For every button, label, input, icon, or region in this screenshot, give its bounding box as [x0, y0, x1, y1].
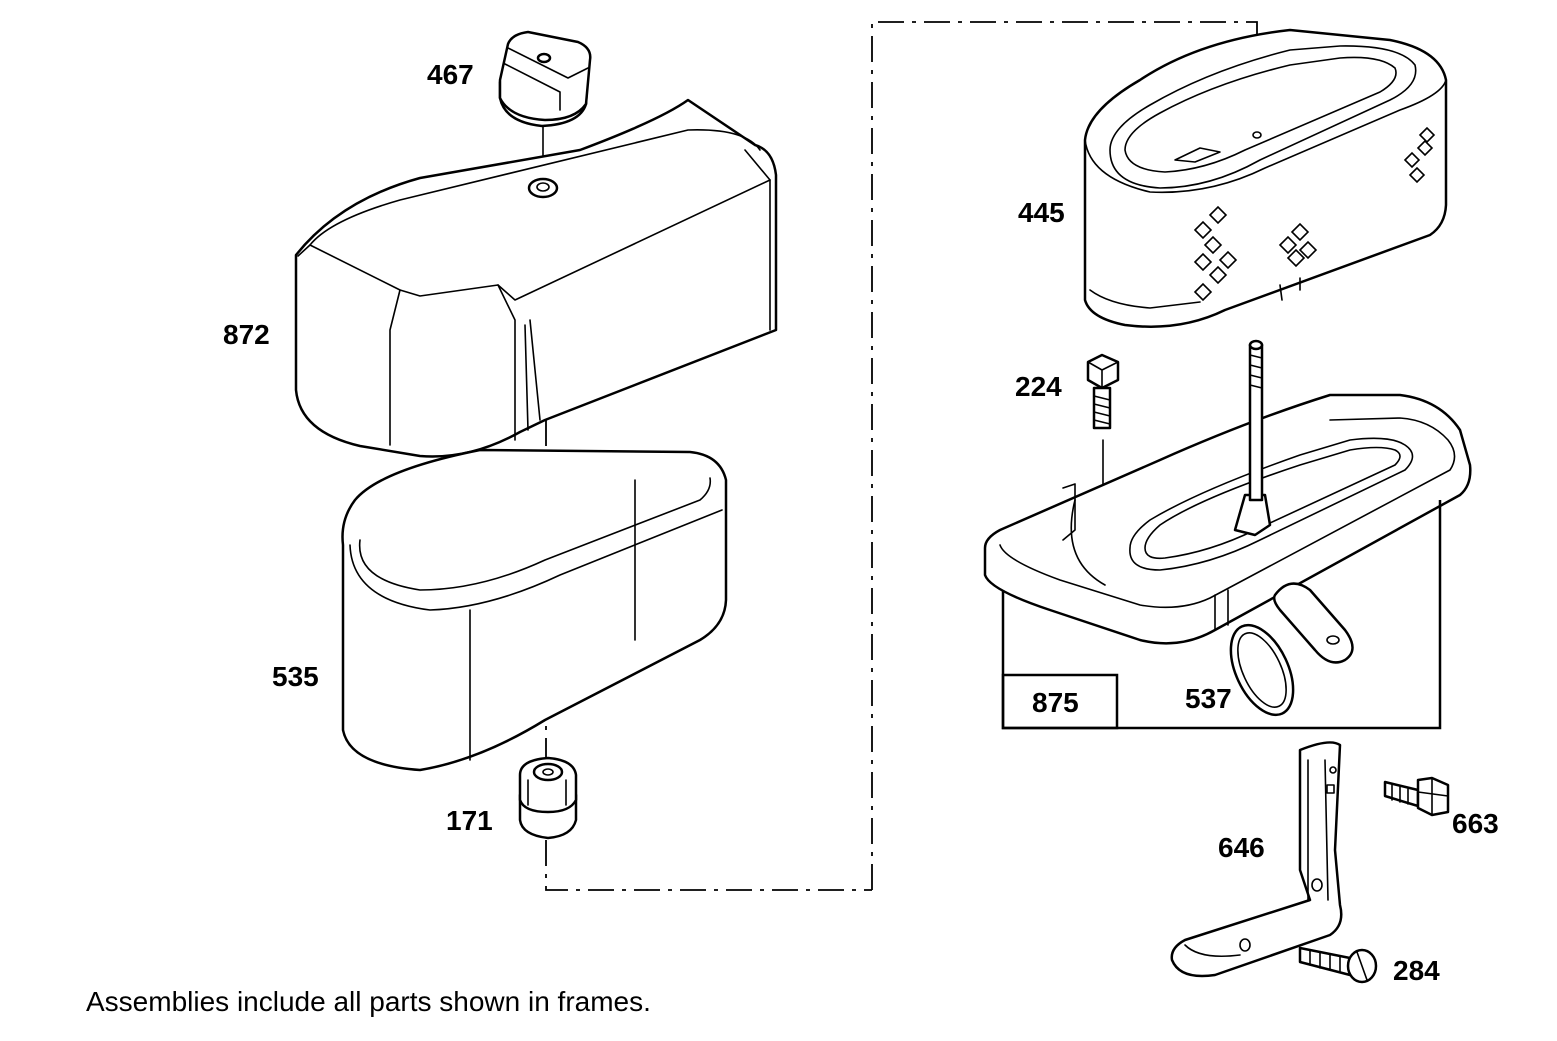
- bolt-663: [1383, 776, 1450, 817]
- label-171: 171: [446, 805, 493, 836]
- bracket-646: [1170, 741, 1343, 978]
- screw-284: [1298, 946, 1378, 984]
- part-labels: 467 872 535 171 445 224 875 537 646 663 …: [223, 59, 1499, 986]
- label-663: 663: [1452, 808, 1499, 839]
- label-467: 467: [427, 59, 474, 90]
- label-284: 284: [1393, 955, 1440, 986]
- filter-pattern: [1193, 126, 1436, 302]
- screw-224: [1086, 353, 1120, 430]
- label-872: 872: [223, 319, 270, 350]
- assembly-frame: [1001, 500, 1442, 730]
- air-filter-445: [1083, 28, 1448, 328]
- label-445: 445: [1018, 197, 1065, 228]
- grommet-171: [518, 756, 578, 840]
- assembly-note: Assemblies include all parts shown in fr…: [86, 986, 651, 1017]
- knob-467: [498, 30, 592, 128]
- label-875: 875: [1032, 687, 1079, 718]
- label-646: 646: [1218, 832, 1265, 863]
- label-537: 537: [1185, 683, 1232, 714]
- pre-cleaner-535: [341, 448, 728, 772]
- seal-ring-537: [1229, 623, 1295, 717]
- label-224: 224: [1015, 371, 1062, 402]
- base-875: [983, 339, 1472, 664]
- label-535: 535: [272, 661, 319, 692]
- cover-872: [294, 98, 778, 458]
